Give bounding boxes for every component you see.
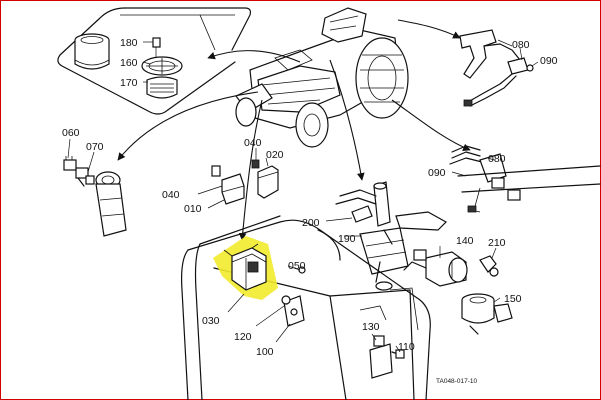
callout-100: 100	[256, 346, 274, 358]
callout-labels: 180 160 170 060 070 080 090 040 020 040 …	[62, 37, 558, 385]
top-left-panel-drawing	[57, 7, 252, 115]
callout-200: 200	[302, 217, 320, 229]
switch-150-drawing	[461, 293, 513, 335]
tractor-leader-arrows	[117, 19, 471, 241]
small-parts-drawing	[281, 266, 405, 379]
callout-010: 010	[184, 203, 202, 215]
callout-090-top: 090	[540, 55, 558, 67]
callout-030: 030	[202, 315, 220, 327]
callout-210: 210	[488, 237, 506, 249]
reference-code: TA048-017-10	[436, 378, 477, 385]
left-switch-drawing	[63, 156, 127, 237]
right-harness-drawing	[449, 145, 601, 213]
callout-070: 070	[86, 141, 104, 153]
callout-130: 130	[362, 321, 380, 333]
steering-column-drawing	[335, 181, 447, 291]
callout-080-top: 080	[512, 39, 530, 51]
dashboard-panel-drawing	[181, 215, 431, 400]
callout-160: 160	[120, 57, 138, 69]
relay-parts-drawing	[211, 159, 279, 205]
callout-140: 140	[456, 235, 474, 247]
callout-120: 120	[234, 331, 252, 343]
highlighted-part-030	[213, 236, 278, 300]
callout-leader-lines	[67, 39, 539, 353]
speaker-assembly-drawing	[141, 37, 183, 99]
callout-040-b: 040	[162, 189, 180, 201]
callout-180: 180	[120, 37, 138, 49]
callout-020: 020	[266, 149, 284, 161]
top-right-switch-drawing	[459, 29, 534, 107]
callout-090-right: 090	[428, 167, 446, 179]
callout-170: 170	[120, 77, 138, 89]
callout-060: 060	[62, 127, 80, 139]
callout-190: 190	[338, 233, 356, 245]
callout-050: 050	[288, 260, 306, 272]
tractor-drawing	[235, 7, 409, 148]
callout-040-a: 040	[244, 137, 262, 149]
callout-080-right: 080	[488, 153, 506, 165]
horn-drawing	[74, 33, 110, 70]
callout-110: 110	[398, 341, 415, 353]
horn-140-drawing	[403, 249, 499, 287]
callout-150: 150	[504, 293, 522, 305]
